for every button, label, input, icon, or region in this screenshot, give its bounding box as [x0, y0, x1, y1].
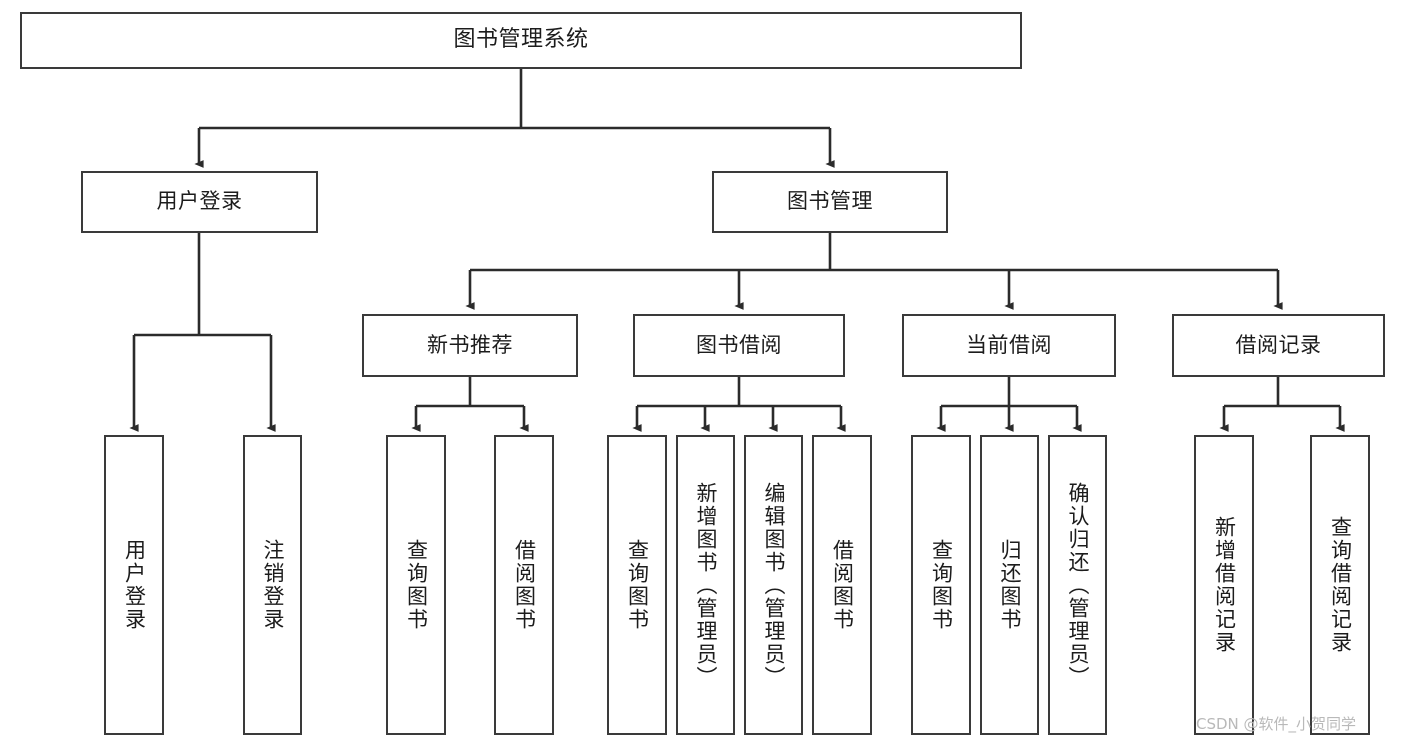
leaf-query-record-label: 查询借阅记录 [1328, 516, 1353, 654]
leaf-query-book-3[interactable]: 查询图书 [911, 435, 971, 735]
leaf-add-record[interactable]: 新增借阅记录 [1194, 435, 1254, 735]
node-current-borrow[interactable]: 当前借阅 [902, 314, 1116, 377]
leaf-borrow-book-1-label: 借阅图书 [512, 539, 537, 631]
leaf-confirm-return[interactable]: 确认归还（管理员） [1048, 435, 1107, 735]
node-book-manage[interactable]: 图书管理 [712, 171, 948, 233]
leaf-edit-book-label: 编辑图书（管理员） [762, 481, 786, 689]
node-user-login-label: 用户登录 [156, 189, 243, 214]
leaf-query-record[interactable]: 查询借阅记录 [1310, 435, 1370, 735]
node-book-borrow-label: 图书借阅 [696, 332, 782, 357]
leaf-logout[interactable]: 注销登录 [243, 435, 302, 735]
node-user-login[interactable]: 用户登录 [81, 171, 318, 233]
leaf-user-login[interactable]: 用户登录 [104, 435, 164, 735]
leaf-add-book[interactable]: 新增图书（管理员） [676, 435, 735, 735]
leaf-add-book-label: 新增图书（管理员） [694, 481, 718, 689]
node-new-book-recommend-label: 新书推荐 [427, 332, 513, 357]
node-root-label: 图书管理系统 [453, 27, 589, 53]
node-new-book-recommend[interactable]: 新书推荐 [362, 314, 578, 377]
node-root[interactable]: 图书管理系统 [20, 12, 1022, 69]
leaf-query-book-2[interactable]: 查询图书 [607, 435, 667, 735]
leaf-query-book-1-label: 查询图书 [404, 539, 429, 631]
leaf-logout-label: 注销登录 [261, 539, 285, 631]
leaf-borrow-book-1[interactable]: 借阅图书 [494, 435, 554, 735]
leaf-return-book-label: 归还图书 [998, 539, 1022, 631]
leaf-add-record-label: 新增借阅记录 [1212, 516, 1237, 654]
csdn-watermark: CSDN @软件_小贺同学 [1196, 715, 1357, 733]
leaf-confirm-return-label: 确认归还（管理员） [1066, 481, 1090, 689]
node-book-manage-label: 图书管理 [787, 189, 873, 214]
node-book-borrow[interactable]: 图书借阅 [633, 314, 845, 377]
leaf-user-login-label: 用户登录 [122, 539, 147, 631]
leaf-query-book-1[interactable]: 查询图书 [386, 435, 446, 735]
leaf-return-book[interactable]: 归还图书 [980, 435, 1039, 735]
node-current-borrow-label: 当前借阅 [966, 332, 1052, 357]
node-borrow-record-label: 借阅记录 [1235, 332, 1322, 357]
leaf-edit-book[interactable]: 编辑图书（管理员） [744, 435, 803, 735]
leaf-query-book-3-label: 查询图书 [929, 539, 954, 631]
leaf-borrow-book-2[interactable]: 借阅图书 [812, 435, 872, 735]
leaf-query-book-2-label: 查询图书 [625, 539, 650, 631]
node-borrow-record[interactable]: 借阅记录 [1172, 314, 1385, 377]
leaf-borrow-book-2-label: 借阅图书 [830, 539, 855, 631]
